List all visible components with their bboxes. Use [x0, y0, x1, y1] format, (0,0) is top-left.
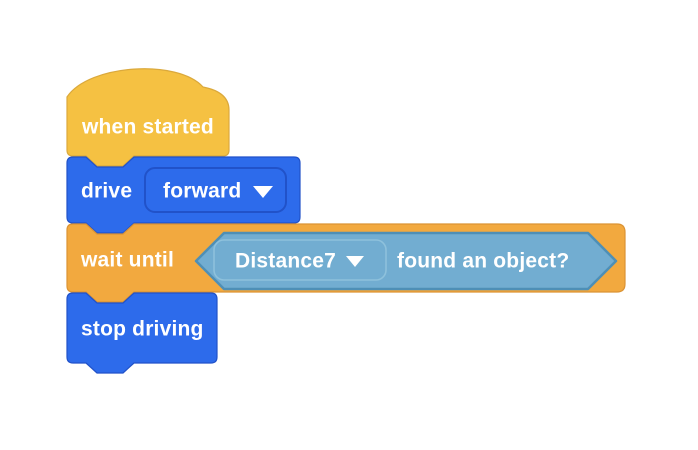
- found-object-label: found an object?: [397, 250, 569, 273]
- stop-driving-block[interactable]: stop driving: [66, 292, 218, 374]
- stop-driving-label: stop driving: [81, 318, 204, 341]
- drive-direction-value: forward: [163, 180, 241, 203]
- drive-block[interactable]: drive forward: [66, 156, 301, 234]
- stop-driving-shape[interactable]: [66, 292, 218, 374]
- drive-direction-dropdown[interactable]: forward: [144, 167, 287, 213]
- wait-until-block[interactable]: wait until Distance7 found an object?: [66, 223, 626, 303]
- when-started-label: when started: [81, 116, 214, 139]
- wait-until-label: wait until: [80, 249, 174, 272]
- distance-sensor-value: Distance7: [235, 250, 336, 273]
- distance-sensor-dropdown[interactable]: Distance7: [213, 239, 387, 281]
- when-started-shape[interactable]: [66, 68, 230, 167]
- chevron-down-icon[interactable]: [253, 186, 273, 198]
- drive-label: drive: [81, 180, 132, 203]
- when-started-block[interactable]: when started: [66, 68, 230, 167]
- found-object-boolean-block[interactable]: Distance7 found an object?: [194, 231, 618, 291]
- chevron-down-icon[interactable]: [346, 256, 364, 267]
